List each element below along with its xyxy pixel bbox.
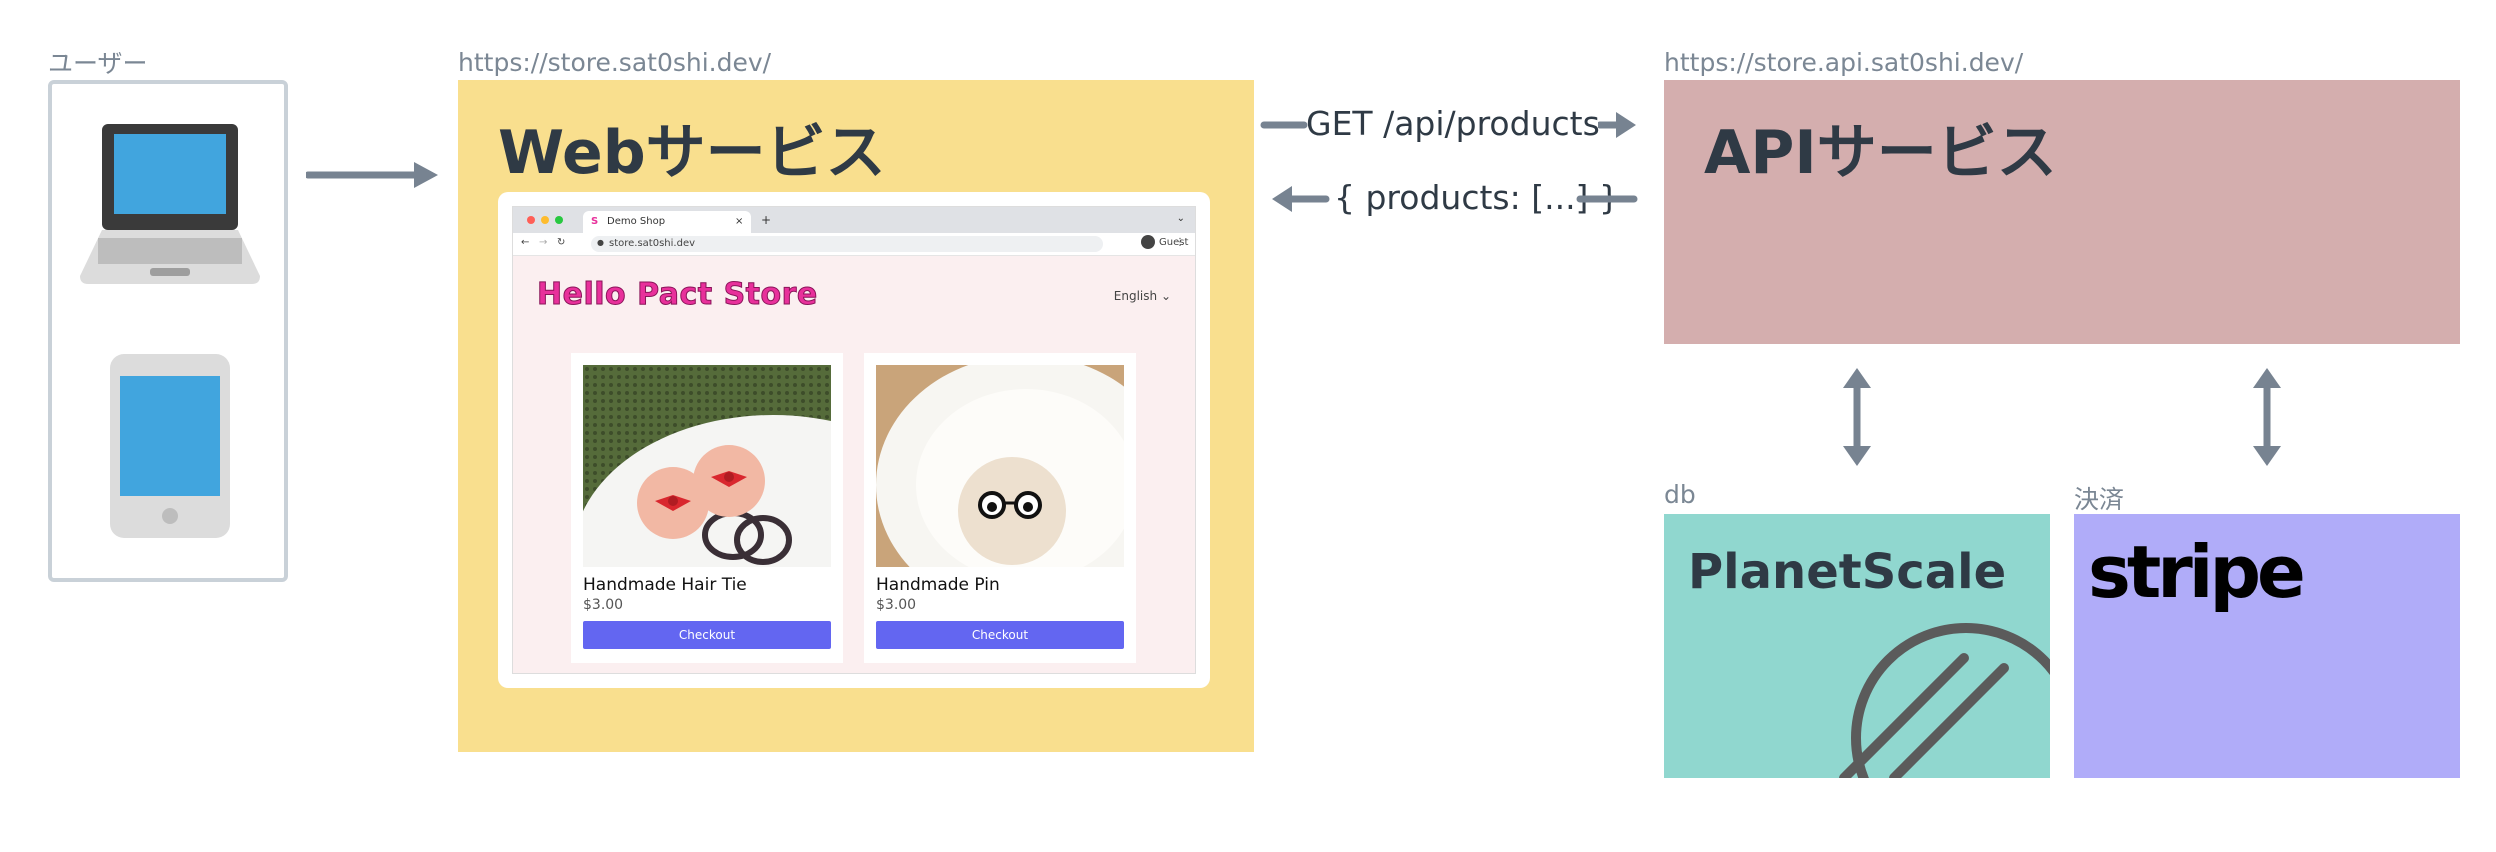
minimize-dot-icon [541, 216, 549, 224]
tab-close-icon[interactable]: × [735, 216, 744, 227]
product-photo [876, 365, 1124, 567]
browser-screenshot: S Demo Shop × + ⌄ ← → ↻ ● store.sat0shi.… [498, 192, 1210, 688]
checkout-button[interactable]: Checkout [583, 621, 831, 649]
tab-list-chevron-icon[interactable]: ⌄ [1176, 213, 1185, 224]
browser-menu-icon[interactable]: ⋮ [1175, 237, 1185, 248]
response-label: { products: [...] } [1334, 178, 1620, 217]
response-arrow-head [1272, 186, 1330, 212]
store-title: Hello Pact Store [537, 277, 818, 313]
new-tab-icon[interactable]: + [761, 213, 772, 227]
browser-addressbar: ← → ↻ ● store.sat0shi.dev Guest ⋮ [513, 233, 1195, 256]
address-input[interactable]: ● store.sat0shi.dev [591, 236, 1103, 252]
api-url: https://store.api.sat0shi.dev/ [1664, 48, 2024, 77]
maximize-dot-icon [555, 216, 563, 224]
back-icon[interactable]: ← [521, 237, 530, 248]
api-service-box: APIサービス [1664, 80, 2460, 344]
browser-tabbar: S Demo Shop × + ⌄ [513, 207, 1195, 233]
api-db-arrow [1843, 368, 1871, 466]
product-card: Handmade Pin $3.00 Checkout [864, 353, 1136, 663]
tablet-icon [110, 354, 230, 538]
tab-favicon-icon: S [591, 216, 599, 227]
address-text: store.sat0shi.dev [609, 238, 696, 249]
planetscale-logo-text: PlanetScale [1688, 544, 2007, 600]
user-to-web-arrow [306, 162, 438, 188]
request-arrow-tail [1260, 121, 1308, 129]
user-label: ユーザー [48, 49, 148, 78]
stripe-logo-text: stripe [2088, 530, 2306, 614]
api-service-title: APIサービス [1704, 118, 2057, 188]
web-url: https://store.sat0shi.dev/ [458, 48, 772, 77]
close-dot-icon [527, 216, 535, 224]
lock-icon: ● [597, 238, 604, 247]
web-service-title: Webサービス [498, 118, 886, 188]
account-label[interactable]: Guest [1159, 237, 1189, 248]
product-name: Handmade Pin [876, 575, 1000, 595]
payment-service-box: stripe [2074, 514, 2460, 778]
product-photo [583, 365, 831, 567]
product-name: Handmade Hair Tie [583, 575, 747, 595]
account-icon[interactable] [1141, 235, 1155, 249]
db-service-box: PlanetScale [1664, 514, 2050, 778]
language-select[interactable]: English ⌄ [1113, 289, 1171, 303]
checkout-button[interactable]: Checkout [876, 621, 1124, 649]
laptop-icon [80, 124, 260, 284]
planetscale-logo-icon [1839, 623, 2050, 778]
api-payment-arrow [2253, 368, 2281, 466]
db-label: db [1664, 480, 1696, 509]
tab-title: Demo Shop [607, 216, 666, 227]
payment-label: 決済 [2074, 485, 2125, 514]
user-devices-box [48, 80, 288, 582]
response-arrow-tail [1576, 195, 1638, 203]
browser-tab[interactable]: S Demo Shop × [583, 211, 751, 233]
forward-icon[interactable]: → [539, 237, 548, 248]
product-price: $3.00 [876, 597, 917, 613]
request-arrow-head [1598, 112, 1636, 138]
request-label: GET /api/products [1306, 104, 1600, 143]
product-price: $3.00 [583, 597, 624, 613]
web-service-box: Webサービス S Demo Shop × + ⌄ ← → ↻ ● [458, 80, 1254, 752]
product-card: Handmade Hair Tie $3.00 Checkout [571, 353, 843, 663]
reload-icon[interactable]: ↻ [557, 237, 566, 248]
